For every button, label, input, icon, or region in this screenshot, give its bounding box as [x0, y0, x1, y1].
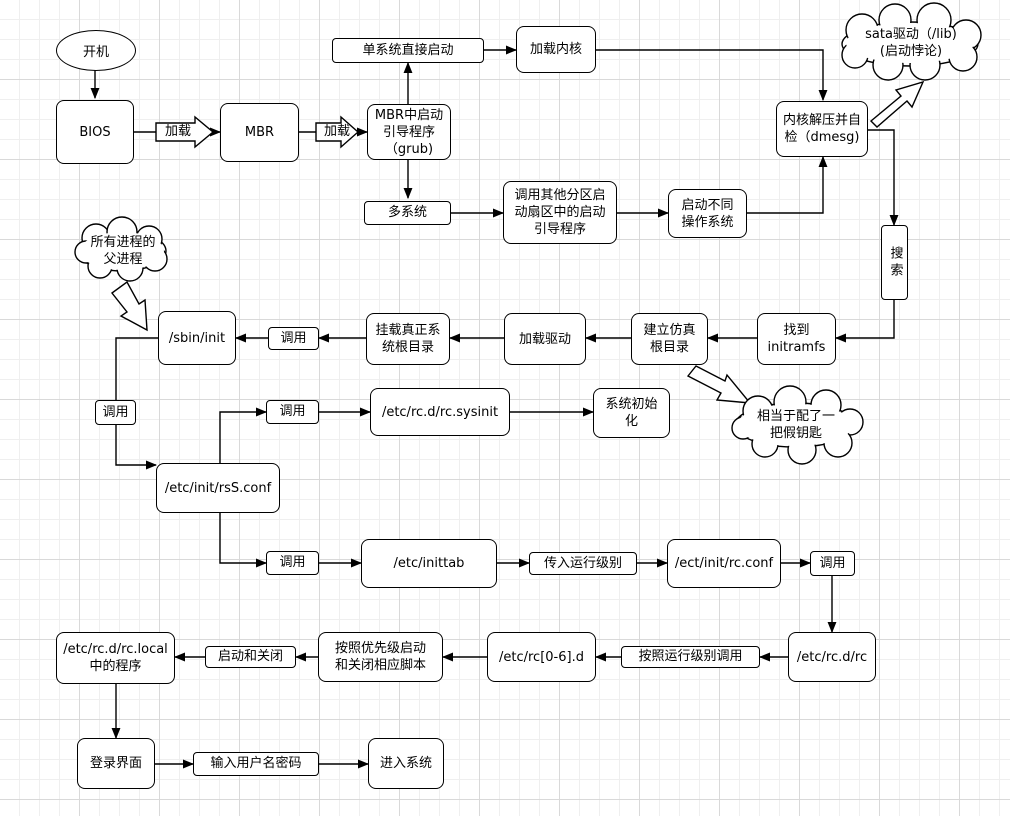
label-load-2: 加载 [323, 124, 350, 139]
label-call-5: 调用 [810, 551, 855, 576]
label-by-level: 按照运行级别调用 [621, 646, 760, 668]
block-arrow-load2 [315, 115, 360, 149]
rc-levels-node: /etc/rc[0-6].d [487, 632, 596, 682]
start-node: 开机 [56, 30, 136, 71]
callout-arrow-key [686, 365, 752, 404]
cloud-key [731, 385, 864, 465]
init-conf-node: /etc/init/rsS.conf [156, 463, 280, 513]
edge-search-initramfs [834, 300, 895, 343]
find-initramfs-node: 找到 initramfs [757, 313, 836, 365]
edge-initconf-call2 [219, 513, 268, 568]
label-search: 搜索 [881, 225, 908, 300]
edge-bootother-kernelunpack [747, 155, 828, 214]
cloud-sata-text: sata驱动（/lib) (启动悖论) [865, 27, 957, 59]
block-arrow-load1 [155, 115, 215, 149]
label-pass-level: 传入运行级别 [529, 552, 637, 575]
cloud-sata [841, 2, 982, 81]
label-call-4: 调用 [266, 551, 319, 575]
edge-kernelunpack-search [868, 129, 899, 227]
enter-system-node: 进入系统 [368, 738, 444, 789]
chain-boot-node: 调用其他分区启 动扇区中的启动 引导程序 [503, 181, 617, 244]
label-single-system: 单系统直接启动 [332, 38, 484, 63]
bios-node: BIOS [56, 100, 134, 164]
label-load-1: 加载 [164, 124, 191, 139]
sysinit-node: /etc/rc.d/rc.sysinit [370, 388, 510, 436]
rc-conf-node: /ect/init/rc.conf [667, 539, 781, 588]
load-kernel-node: 加载内核 [516, 26, 596, 73]
cloud-parent-text: 所有进程的 父进程 [90, 235, 156, 267]
kernel-unpack-node: 内核解压并自 检（dmesg) [776, 101, 868, 157]
edge-loadkernel-kernelunpack [596, 49, 828, 102]
sys-init-node: 系统初始 化 [593, 388, 670, 438]
boot-other-os-node: 启动不同 操作系统 [668, 189, 747, 238]
inittab-node: /etc/inittab [361, 539, 497, 588]
login-node: 登录界面 [77, 738, 155, 789]
label-multi-system: 多系统 [364, 201, 451, 225]
callout-arrow-sata [869, 80, 925, 128]
label-enter-password: 输入用户名密码 [193, 752, 319, 776]
load-driver-node: 加载驱动 [504, 313, 586, 365]
mount-root-node: 挂载真正系 统根目录 [366, 313, 450, 365]
label-call-2: 调用 [95, 400, 136, 425]
mbr-boot-node: MBR中启动 引导程序 （grub) [367, 104, 451, 160]
cloud-key-text: 相当于配了一 把假钥匙 [756, 409, 835, 441]
rc-local-node: /etc/rc.d/rc.local 中的程序 [56, 632, 175, 684]
sbin-init-node: /sbin/init [158, 311, 236, 365]
label-start-stop: 启动和关闭 [205, 646, 296, 668]
cloud-parent [74, 216, 168, 282]
label-call-1: 调用 [268, 327, 319, 350]
callout-arrow-parent [111, 280, 148, 332]
edge-initconf-call [219, 407, 268, 463]
build-root-node: 建立仿真 根目录 [631, 313, 708, 365]
priority-scripts-node: 按照优先级启动 和关闭相应脚本 [318, 632, 443, 682]
mbr-node: MBR [220, 103, 299, 162]
label-call-3: 调用 [266, 400, 319, 424]
rc-d-rc-node: /etc/rc.d/rc [788, 632, 876, 682]
